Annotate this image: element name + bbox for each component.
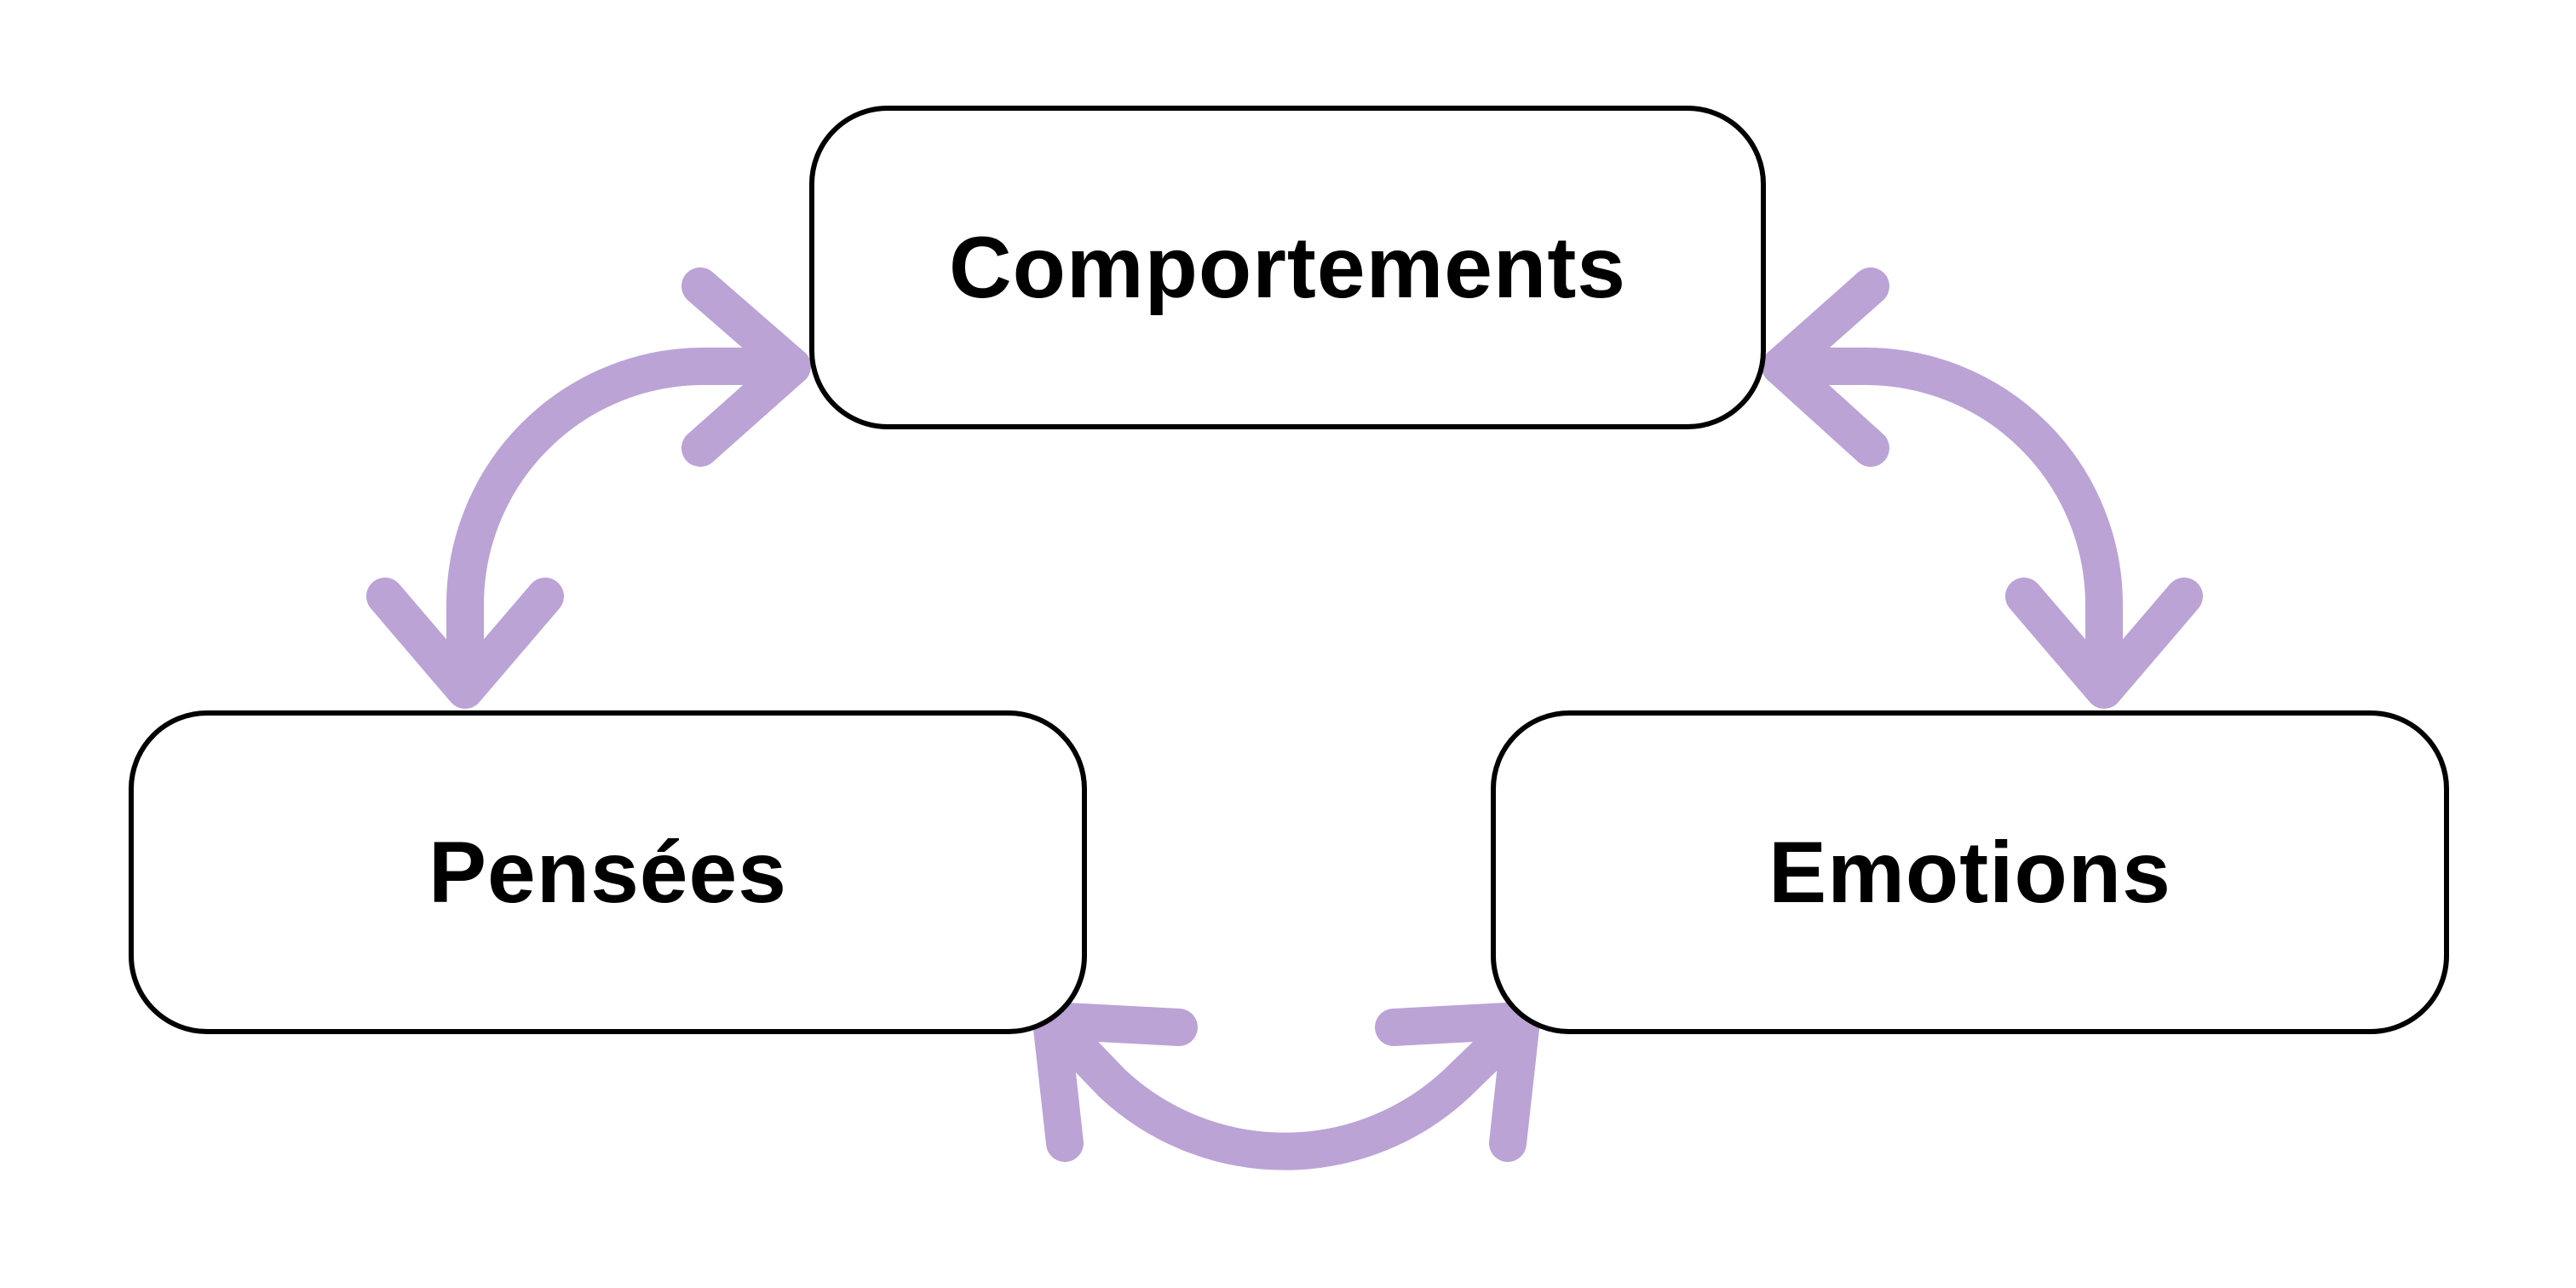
arrowhead-to-emotions (2005, 578, 2203, 709)
node-comportements: Comportements (809, 106, 1766, 429)
arrowhead-to-pensees (366, 578, 564, 709)
arrow-comportements-emotions (1762, 267, 2203, 709)
arrowhead-to-emotions-bottom (1375, 1002, 1540, 1162)
label-comportements: Comportements (948, 218, 1627, 316)
node-pensees: Pensées (129, 710, 1087, 1034)
node-emotions: Emotions (1491, 710, 2449, 1034)
arrowhead-to-comportements-right (1762, 267, 1889, 467)
arrow-curve-pensees-emotions (1048, 1017, 1525, 1170)
arrowhead-to-comportements (681, 267, 811, 467)
label-emotions: Emotions (1768, 823, 2171, 921)
arrow-curve-comportements-emotions (1762, 348, 2123, 700)
arrow-pensees-emotions (1032, 1002, 1540, 1170)
arrow-curve-comportements-pensees (446, 348, 811, 700)
label-pensees: Pensées (428, 823, 787, 921)
arrow-comportements-pensees (366, 267, 811, 709)
